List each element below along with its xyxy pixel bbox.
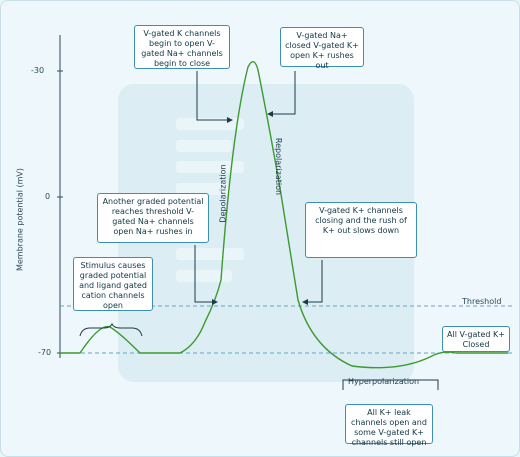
graded-potential-brace: [79, 322, 143, 337]
y-axis-title: Membrane potential (mV): [15, 167, 25, 272]
y-tick-label-0: 0: [45, 192, 51, 201]
depolarization-label: Depolarization: [218, 164, 228, 223]
threshold-label: Threshold: [462, 297, 502, 306]
repolarization-label: Repolarization: [274, 137, 284, 196]
watermark-bar: [176, 248, 244, 260]
note-text: V-gated Na+ closed V-gated K+ open K+ ru…: [285, 31, 359, 70]
note-text: Another graded potential reaches thresho…: [102, 197, 204, 236]
stimulus-note: Stimulus causes graded potential and lig…: [73, 257, 153, 311]
threshold-reached-arrow: [194, 245, 218, 305]
k-slowing-arrow: [302, 260, 323, 305]
action-potential-curve: [60, 61, 508, 369]
note-text: All V-gated K+ Closed: [447, 330, 505, 349]
watermark-bar: [176, 161, 244, 173]
y-tick-label-minus30: -30: [31, 66, 45, 75]
note-text: V-gated K channels begin to open V-gated…: [141, 29, 223, 68]
watermark-bar: [176, 270, 232, 282]
watermark-bar: [176, 183, 230, 195]
repolarization-start-arrow: [196, 71, 233, 123]
watermark-bar: [176, 140, 232, 152]
hyperpolarization-label: Hyperpolarization: [348, 377, 420, 386]
k-leak-note: All K+ leak channels open and some V-gat…: [345, 404, 433, 447]
k-slowing-note: V-gated K+ channels closing and the rush…: [305, 202, 417, 258]
note-text: All K+ leak channels open and some V-gat…: [351, 408, 427, 447]
y-tick-label-minus70: -70: [38, 348, 52, 357]
note-text: Stimulus causes graded potential and lig…: [79, 261, 147, 310]
threshold-reached-note: Another graded potential reaches thresho…: [97, 193, 209, 243]
k-closed-note: All V-gated K+ Closed: [442, 326, 510, 352]
na-closed-arrow: [267, 71, 296, 117]
k-channels-open-note: V-gated K channels begin to open V-gated…: [134, 25, 230, 69]
note-text: V-gated K+ channels closing and the rush…: [315, 206, 407, 235]
hyperpolarization-bracket: [342, 379, 439, 390]
na-closed-note: V-gated Na+ closed V-gated K+ open K+ ru…: [280, 27, 364, 70]
